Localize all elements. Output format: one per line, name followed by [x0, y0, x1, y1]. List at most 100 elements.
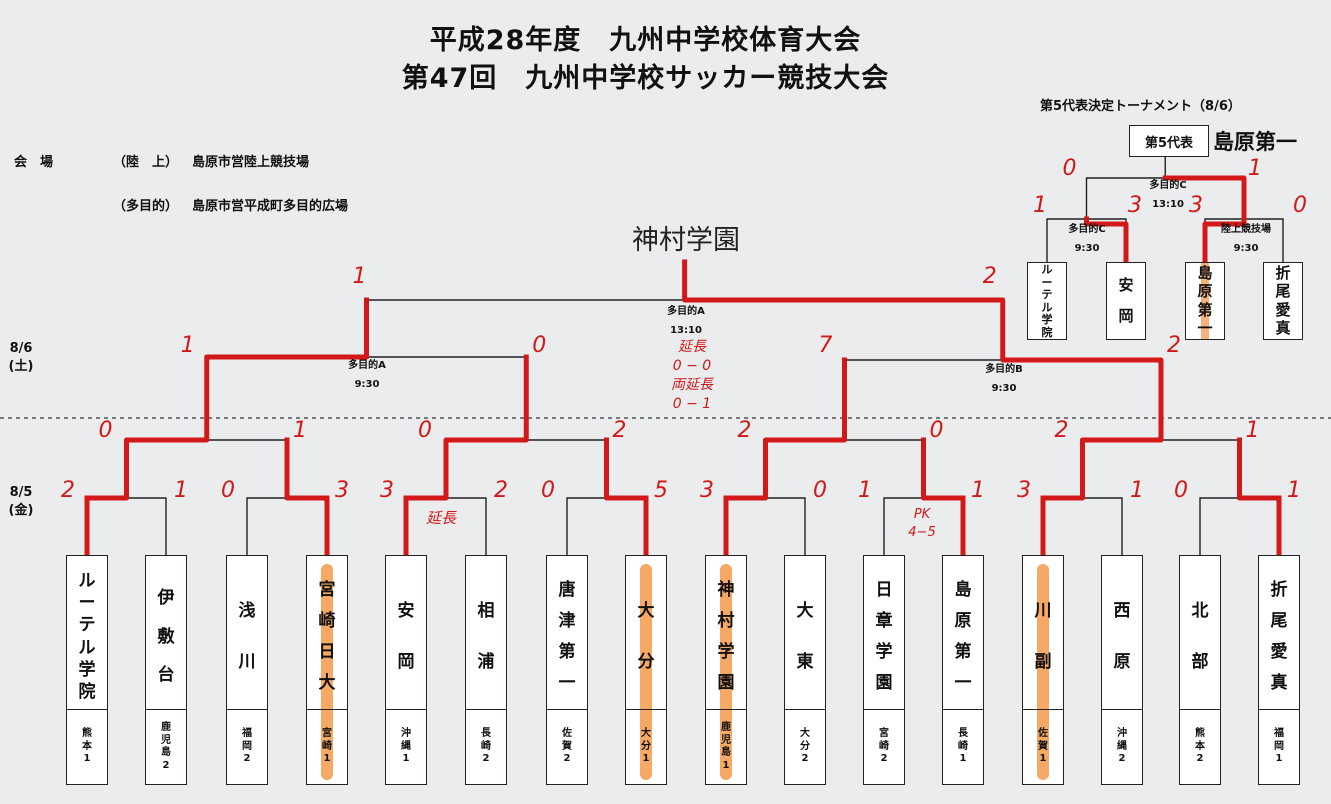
- team-name-char: 大: [637, 600, 655, 621]
- fifth-team-name-char: ー: [1041, 275, 1053, 289]
- team-name-char: 学: [875, 642, 893, 662]
- team-name-char: 日: [318, 642, 336, 662]
- team-prefecture-char: 鹿: [721, 722, 731, 733]
- team-name-char: 東: [796, 652, 814, 673]
- team-prefecture-char: 1: [402, 753, 410, 765]
- team-name-char: 崎: [318, 611, 336, 631]
- team-prefecture-char: 2: [880, 753, 888, 765]
- fifth-team-name-char: 折: [1275, 264, 1291, 283]
- score-final: 2: [982, 264, 997, 289]
- winner-path-8: [1237, 437, 1282, 501]
- team-prefecture-char: 佐: [562, 728, 572, 740]
- score-sf: 0: [532, 333, 547, 358]
- team-prefecture-char: 縄: [401, 740, 411, 752]
- fifth-team-name-char: 島: [1197, 264, 1213, 283]
- team-name: 日章学園: [864, 568, 904, 706]
- fifth-score: 0: [1293, 193, 1307, 218]
- fifth-score: 1: [1033, 193, 1047, 218]
- team-name-char: 原: [954, 611, 972, 631]
- team-prefecture-char: 2: [801, 753, 809, 765]
- fifth-team-name-char: 第: [1197, 300, 1213, 319]
- fifth-team-name-char: 尾: [1275, 282, 1291, 301]
- team-name-char: 津: [558, 611, 576, 631]
- score-r1: 1: [971, 478, 985, 503]
- date-day2-weekday: (土): [8, 359, 34, 374]
- match-b-time: 9:30: [991, 383, 1017, 394]
- winner-path-6: [921, 437, 966, 501]
- team-name-char: 浦: [477, 652, 495, 673]
- fifth-team-name-char: 岡: [1118, 306, 1134, 325]
- team-name-char: 学: [78, 659, 96, 680]
- date-day1: 8/5 (金): [6, 484, 36, 520]
- team-name-char: 部: [1191, 652, 1209, 673]
- match-b-venue: 多目的B: [985, 364, 1023, 375]
- score-r1: 2: [61, 478, 75, 503]
- score-r1: 3: [380, 478, 394, 503]
- team-name-char: 島: [954, 580, 972, 600]
- winner-path-7: [682, 259, 1164, 501]
- date-day2: 8/6 (土): [6, 340, 36, 376]
- team-prefecture-char: 沖: [1117, 728, 1127, 740]
- team-name-char: 北: [1191, 600, 1209, 621]
- team-prefecture-char: 1: [323, 753, 331, 765]
- team-name-char: 一: [558, 673, 576, 693]
- team-prefecture-char: 熊: [1195, 728, 1205, 740]
- team-prefecture-char: 大: [800, 728, 810, 740]
- venue-label: 会 場: [14, 155, 54, 170]
- team-name-char: 愛: [1270, 642, 1288, 662]
- team-name-char: 学: [717, 642, 735, 662]
- team-name-char: 章: [875, 611, 893, 631]
- team-prefecture-char: 賀: [1038, 740, 1048, 752]
- team-prefecture-char: 1: [642, 753, 650, 765]
- winner-path-2: [284, 437, 330, 501]
- team-prefecture-char: 岡: [1274, 740, 1284, 752]
- team-prefecture-char: 佐: [1038, 728, 1048, 740]
- score-r1: 5: [654, 478, 668, 503]
- fifth-team-name-char: 学: [1041, 313, 1053, 327]
- team-name-char: テ: [78, 615, 96, 636]
- team-name-char: 原: [1113, 652, 1131, 673]
- team-name-char: 第: [558, 642, 576, 662]
- team-highlight: [1037, 564, 1049, 780]
- fifth-winner-left: [1084, 216, 1129, 265]
- score-r1: 3: [700, 478, 714, 503]
- team-name-char: 第: [954, 642, 972, 662]
- team-name-char: 大: [796, 600, 814, 621]
- team-prefecture-char: 島: [721, 747, 731, 758]
- score-r2: 1: [1245, 418, 1260, 443]
- venue-row1-kind: （陸 上）: [113, 155, 179, 170]
- date-day2-date: 8/6: [9, 341, 33, 356]
- score-r1: 0: [541, 478, 555, 503]
- fifth-team-name-char: ル: [1041, 263, 1053, 277]
- team-name-char: 唐: [558, 580, 576, 600]
- fifth-left-match: 多目的C 9:30: [1047, 220, 1127, 258]
- center-note-line3: 両延長: [671, 376, 713, 393]
- team-name: 島原第一: [943, 568, 983, 706]
- score-r2: 2: [1054, 418, 1069, 443]
- team-name: 安岡: [386, 568, 426, 706]
- team-name-char: 村: [717, 611, 735, 631]
- score-sf: 7: [818, 333, 833, 358]
- team-name: 宮崎日大: [307, 568, 347, 706]
- score-r2: 2: [612, 418, 627, 443]
- title-line-2: 第47回 九州中学校サッカー競技大会: [401, 63, 890, 94]
- bracket-r1: [725, 497, 806, 555]
- team-prefecture-char: 宮: [879, 728, 889, 740]
- score-r1: 0: [813, 478, 827, 503]
- fifth-champ-team: 島原第一: [1213, 130, 1297, 154]
- team-prefecture-char: 長: [958, 728, 968, 740]
- match-a: 多目的A 9:30: [327, 356, 407, 394]
- fifth-top-time: 13:10: [1152, 199, 1184, 210]
- team-name: 大東: [785, 568, 825, 706]
- team-prefecture-char: 賀: [562, 740, 572, 752]
